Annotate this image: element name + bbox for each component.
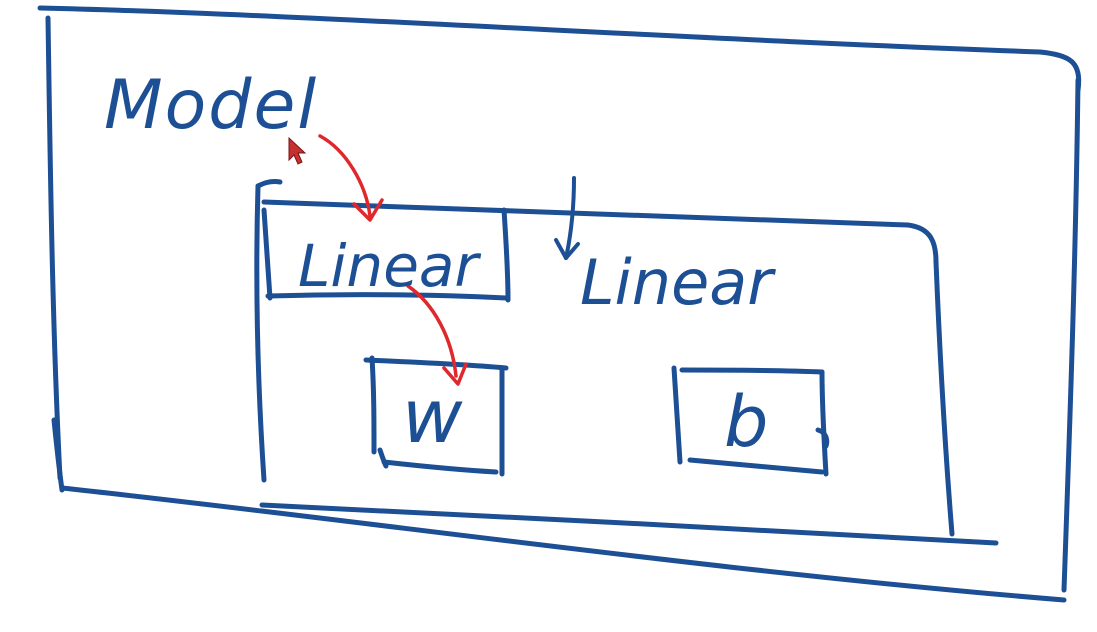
model-label: Model [104, 66, 318, 145]
bias-label: b [724, 381, 768, 463]
mouse-pointer-icon [288, 136, 307, 165]
arrow-linear-to-weight [406, 284, 468, 386]
model-box [37, 5, 1082, 603]
linear-2-label: Linear [580, 246, 776, 319]
inner-container-box [254, 179, 999, 546]
down-arrow [554, 176, 580, 260]
linear-1-box [261, 207, 511, 303]
weight-label: w [402, 374, 463, 460]
bias-box [671, 365, 830, 477]
weight-box [363, 355, 509, 477]
arrow-model-to-linear [318, 134, 384, 222]
linear-1-label: Linear [298, 232, 481, 300]
